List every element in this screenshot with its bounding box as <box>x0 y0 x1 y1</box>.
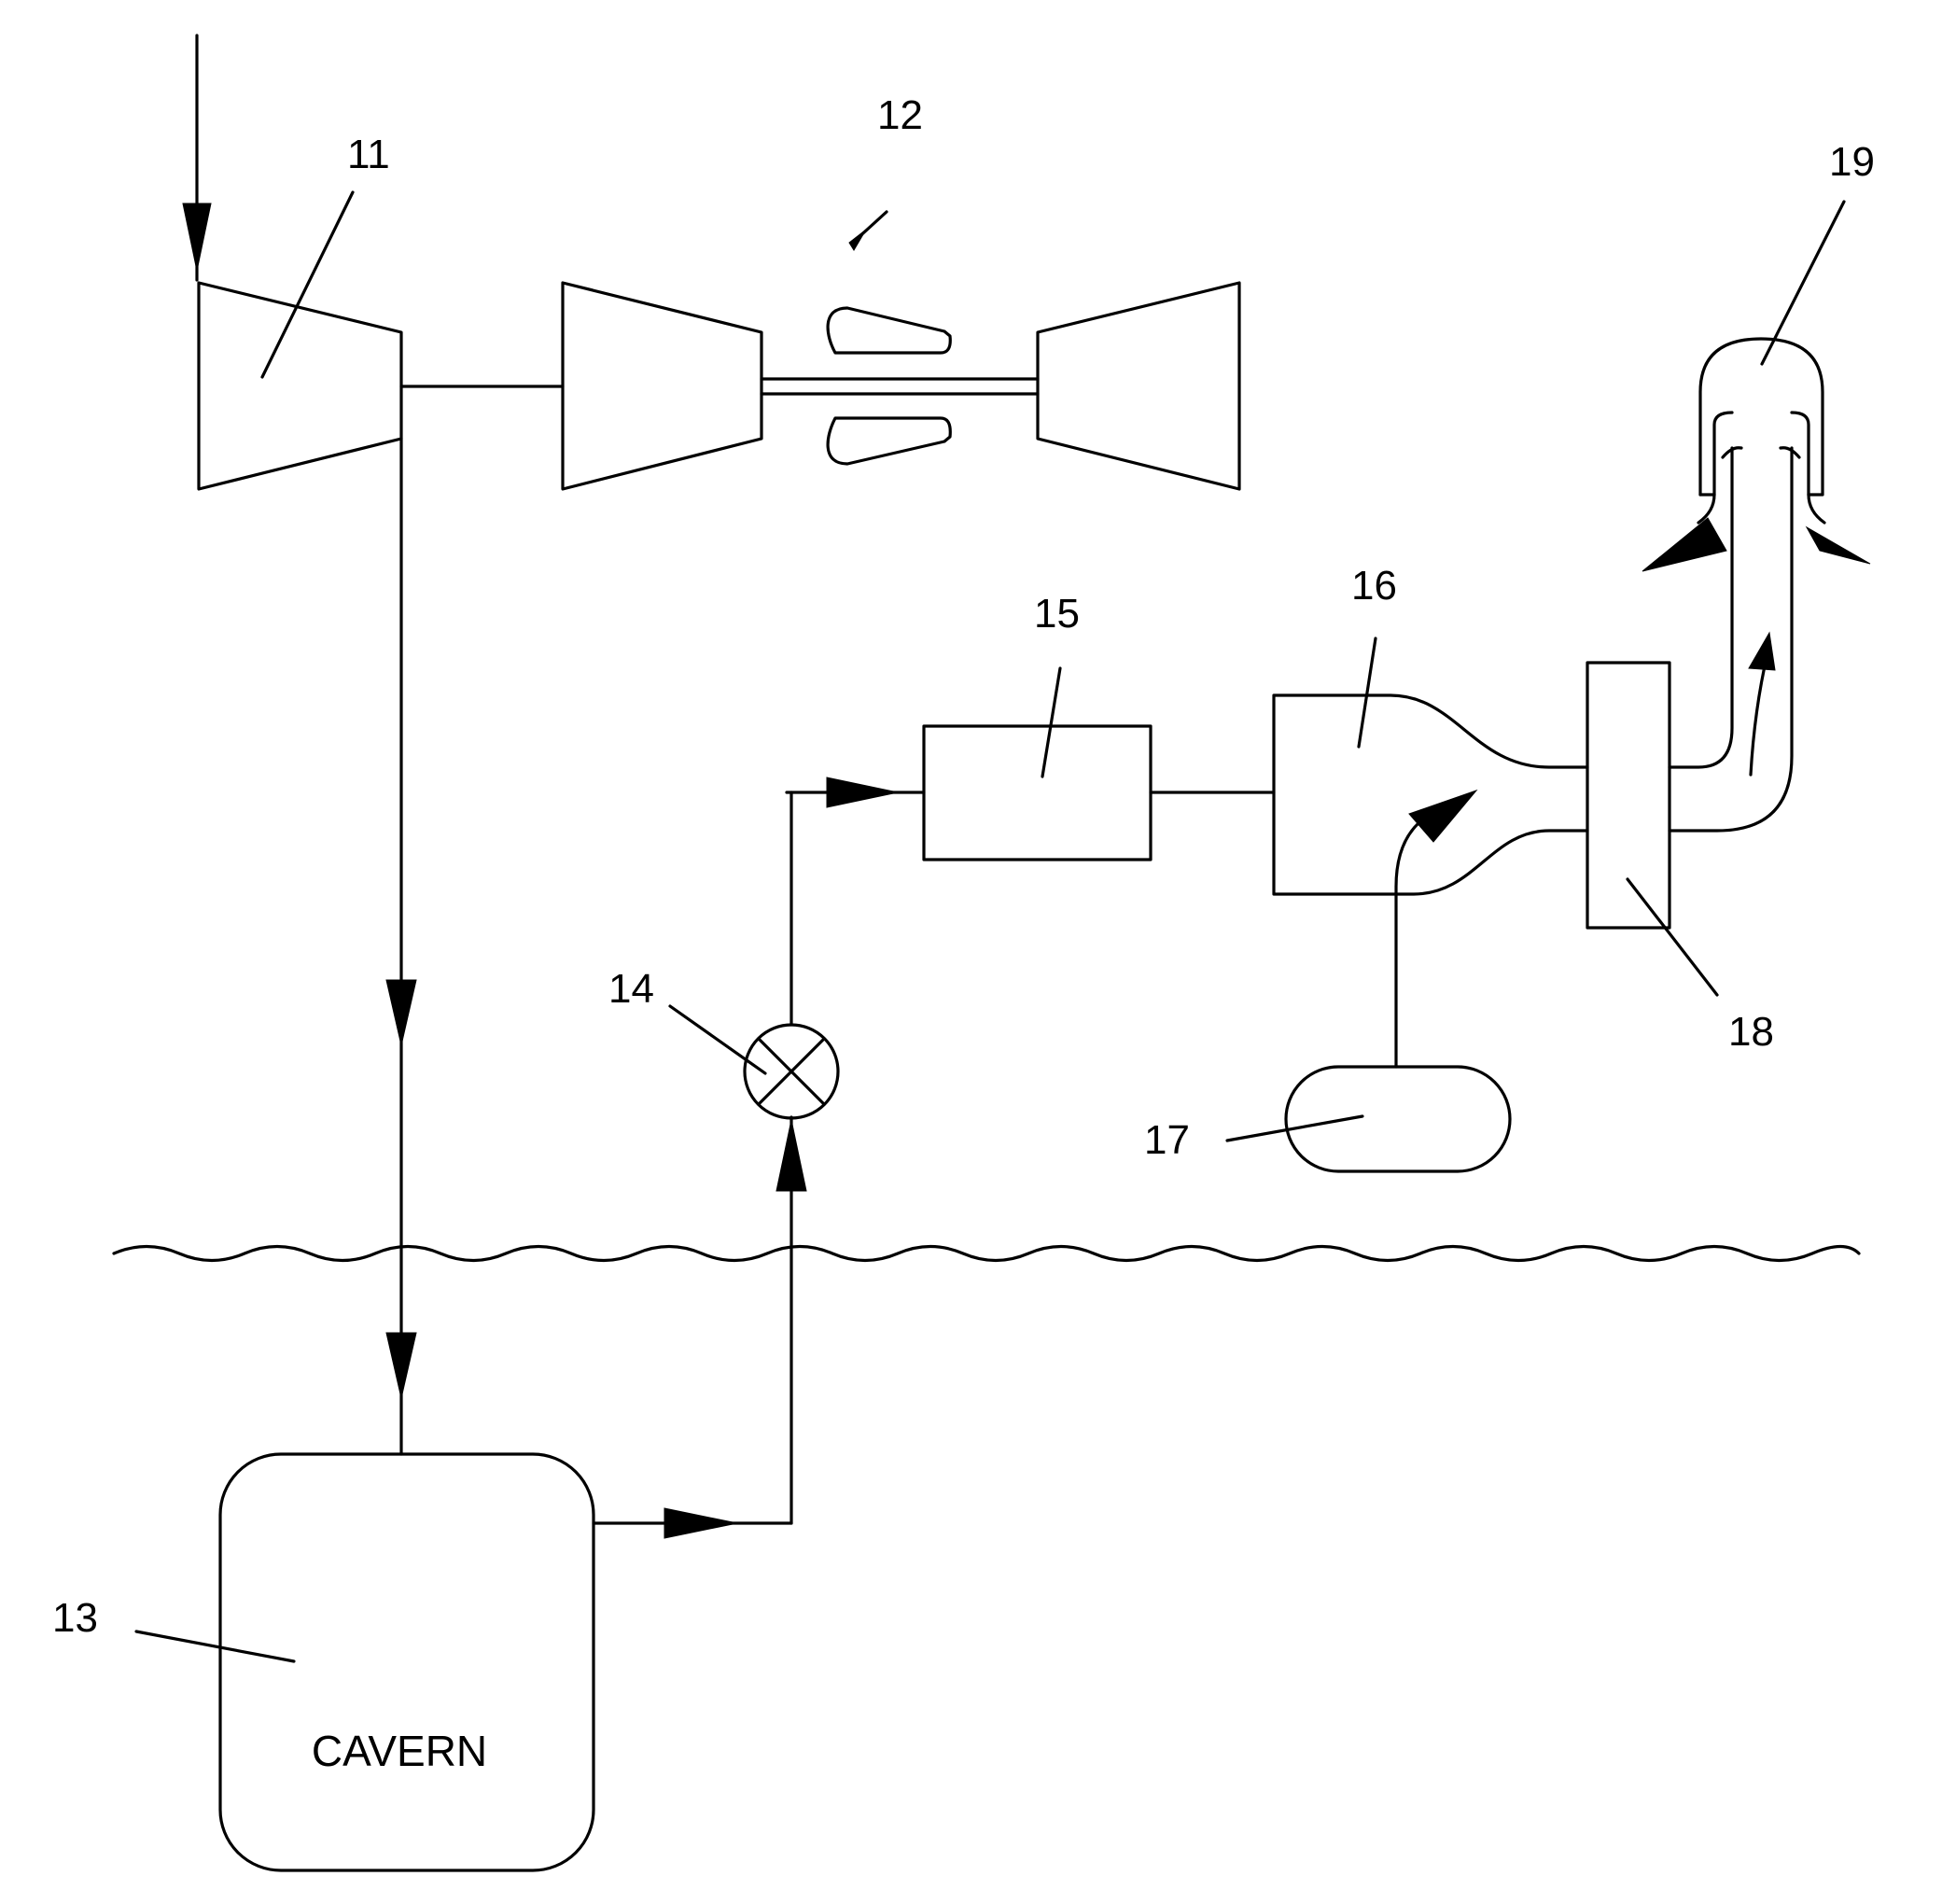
label-19: 19 <box>1829 139 1875 185</box>
compressed-air-line <box>386 439 416 1454</box>
component-16 <box>1274 695 1587 894</box>
label-13: 13 <box>52 1595 98 1641</box>
cavern-label: CAVERN <box>312 1727 487 1775</box>
fuel-supply-line <box>1396 823 1418 1067</box>
label-14: 14 <box>608 966 654 1012</box>
stack-leader-line <box>1762 202 1844 364</box>
component-18-leader-line <box>1628 879 1717 995</box>
component-18 <box>1587 663 1670 928</box>
cavern-leader-line <box>136 1631 294 1661</box>
component-15 <box>924 726 1151 860</box>
fuel-tank-17 <box>1286 1067 1510 1171</box>
exhaust-duct <box>1670 448 1792 831</box>
valve-leader-line <box>670 1006 765 1073</box>
stack-19 <box>1642 339 1870 571</box>
cavern-13 <box>220 1454 594 1870</box>
ground-surface-wave <box>114 1247 1859 1261</box>
label-16: 16 <box>1351 563 1397 609</box>
gas-turbine-12 <box>563 283 1239 489</box>
air-inlet <box>183 35 211 280</box>
valve-14 <box>745 1025 838 1118</box>
compressor-11 <box>199 283 401 489</box>
component-16-leader-line <box>1359 638 1376 747</box>
label-17: 17 <box>1144 1117 1190 1163</box>
compressor-leader-line <box>262 192 353 377</box>
combustor-upper <box>828 308 950 353</box>
combustor-lower <box>828 418 950 464</box>
label-11: 11 <box>347 132 390 177</box>
valve-to-recuperator-line <box>787 777 924 1025</box>
fuel-tank-leader-line <box>1227 1116 1362 1141</box>
label-15: 15 <box>1034 591 1080 637</box>
label-18: 18 <box>1728 1009 1774 1055</box>
label-12: 12 <box>877 92 923 138</box>
cavern-outlet-line <box>594 1117 806 1538</box>
component-15-leader-line <box>1042 668 1060 777</box>
turbine-compressor-section <box>563 283 761 489</box>
turbine-expander-section <box>1038 283 1239 489</box>
